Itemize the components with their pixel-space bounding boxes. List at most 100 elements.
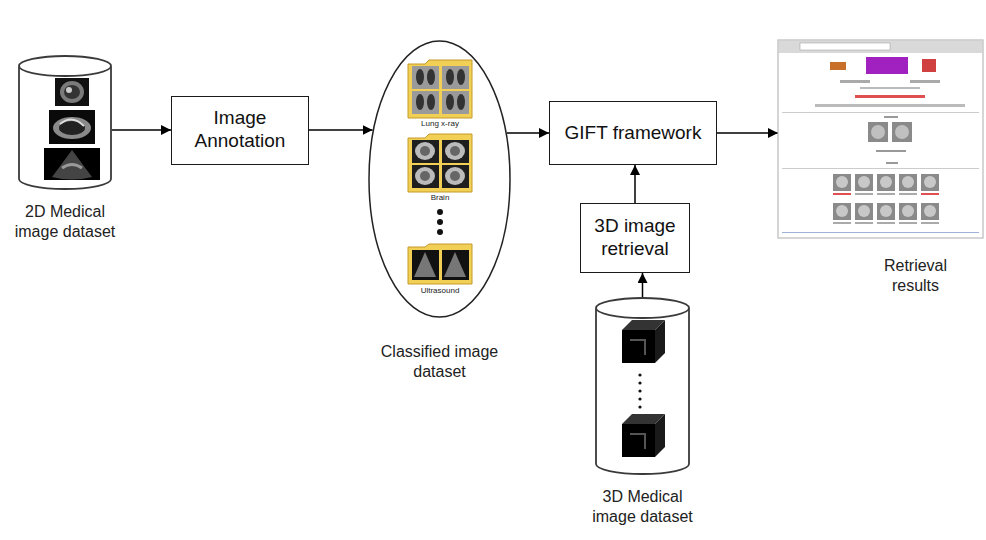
node-caption: 3D Medical image dataset [581, 487, 705, 527]
lung-xray-folder-part [442, 66, 469, 89]
lung-xray-folder-part [442, 91, 469, 114]
lung-xray-folder-part [412, 91, 439, 114]
dataset-cylinder: 2D Medical image dataset [18, 55, 112, 190]
brain-folder-part [420, 171, 430, 181]
result-grid-part [921, 174, 939, 191]
dataset-cylinder: 3D Medical image dataset [595, 297, 690, 475]
cylinder-outline [596, 298, 689, 474]
result-grid-part [877, 203, 895, 220]
cardiac-thumb [49, 110, 95, 144]
result-grid-part [921, 193, 939, 195]
result-grid-part [833, 222, 851, 224]
lung-xray-folder-part [427, 94, 435, 110]
lung-xray-folder-part [416, 94, 424, 110]
result-grid-part [902, 176, 914, 188]
flow-arrow [507, 132, 549, 134]
brain-folder-part [415, 167, 435, 185]
results-screenshot-part [782, 232, 979, 233]
results-screenshot-part [855, 95, 925, 98]
results-screenshot-part [922, 59, 936, 72]
result-grid-part [833, 203, 851, 220]
process-box: 3D image retrieval [580, 203, 690, 273]
volume-cube-part [630, 434, 645, 449]
result-grid-part [855, 193, 873, 195]
result-grid [833, 174, 939, 224]
result-grid-part [924, 176, 936, 188]
dataset-cylinder-outline [595, 297, 690, 475]
results-screenshot-part [892, 122, 912, 142]
result-grid-part [877, 193, 895, 195]
classified-ellipse-outline [368, 40, 511, 318]
results-screenshot-node: Retrieval results [778, 40, 983, 238]
lung-xray-folder-part [446, 94, 454, 110]
node-caption: Classified image dataset [370, 342, 510, 382]
ellipsis-dots [437, 209, 443, 235]
volume-cube-part [655, 320, 665, 363]
results-screenshot-node-outline [778, 40, 983, 238]
result-grid-part [899, 203, 917, 220]
result-grid-part [880, 205, 892, 217]
results-screenshot-part [840, 80, 870, 83]
lung-xray-folder-part [446, 69, 454, 85]
result-grid-part [921, 203, 939, 220]
process-box: Image Annotation [171, 96, 309, 165]
results-screenshot-part [815, 104, 965, 107]
thumbnail-caption: Brain [431, 194, 450, 203]
result-grid-part [858, 176, 870, 188]
continuation-dots-part [638, 373, 641, 376]
results-screenshot-part [886, 162, 898, 164]
brain-folder [408, 134, 472, 192]
ultrasound-thumb [44, 148, 100, 180]
node-caption: Retrieval results [870, 256, 962, 296]
continuation-dots-part [638, 389, 641, 392]
ct-scan-thumb-part [66, 87, 72, 93]
brain-folder-part [445, 142, 465, 160]
lung-xray-folder-part [457, 69, 465, 85]
result-grid-part [899, 174, 917, 191]
flow-arrow [642, 273, 644, 297]
thumbnail-caption: Lung x-ray [421, 120, 459, 129]
result-grid-part [858, 205, 870, 217]
results-screenshot-part [778, 40, 983, 53]
cardiac-thumb-part [60, 119, 84, 126]
process-box: GIFT framework [549, 101, 717, 165]
volume-cube-part [622, 424, 655, 457]
results-screenshot-part [871, 125, 885, 139]
box-label: GIFT framework [565, 122, 702, 145]
result-grid-part [877, 174, 895, 191]
cardiac-thumb-part [49, 110, 95, 144]
result-grid-part [924, 205, 936, 217]
results-screenshot-part [782, 168, 979, 169]
results-screenshot-part [868, 122, 888, 142]
ct-scan-thumb-part [55, 78, 89, 106]
classified-ellipse: Classified image dataset [368, 40, 511, 318]
continuation-dots [638, 373, 641, 408]
volume-cube [622, 320, 665, 363]
ultrasound-thumb-part [44, 148, 100, 180]
brain-folder-part [420, 146, 430, 156]
results-screenshot-part [895, 125, 909, 139]
result-grid-part [877, 222, 895, 224]
result-grid-part [902, 205, 914, 217]
ultrasound-folder [408, 244, 472, 284]
box-label: Image Annotation [180, 107, 300, 153]
results-screenshot-part [830, 62, 846, 70]
brain-folder-part [450, 171, 460, 181]
brain-folder-part [450, 146, 460, 156]
result-grid-part [899, 193, 917, 195]
result-grid-part [836, 205, 848, 217]
ultrasound-folder-part [442, 250, 469, 280]
results-screenshot [778, 40, 983, 238]
ellipse-outline [369, 41, 510, 317]
brain-folder-part [442, 165, 469, 188]
result-grid-part [899, 222, 917, 224]
result-grid-part [833, 193, 851, 195]
flow-arrow [112, 129, 171, 131]
ultrasound-folder-part [412, 250, 439, 280]
result-grid-part [855, 222, 873, 224]
ultrasound-folder-part [444, 252, 466, 277]
results-screenshot-part [778, 40, 983, 238]
ellipsis-dots-part [437, 219, 443, 225]
